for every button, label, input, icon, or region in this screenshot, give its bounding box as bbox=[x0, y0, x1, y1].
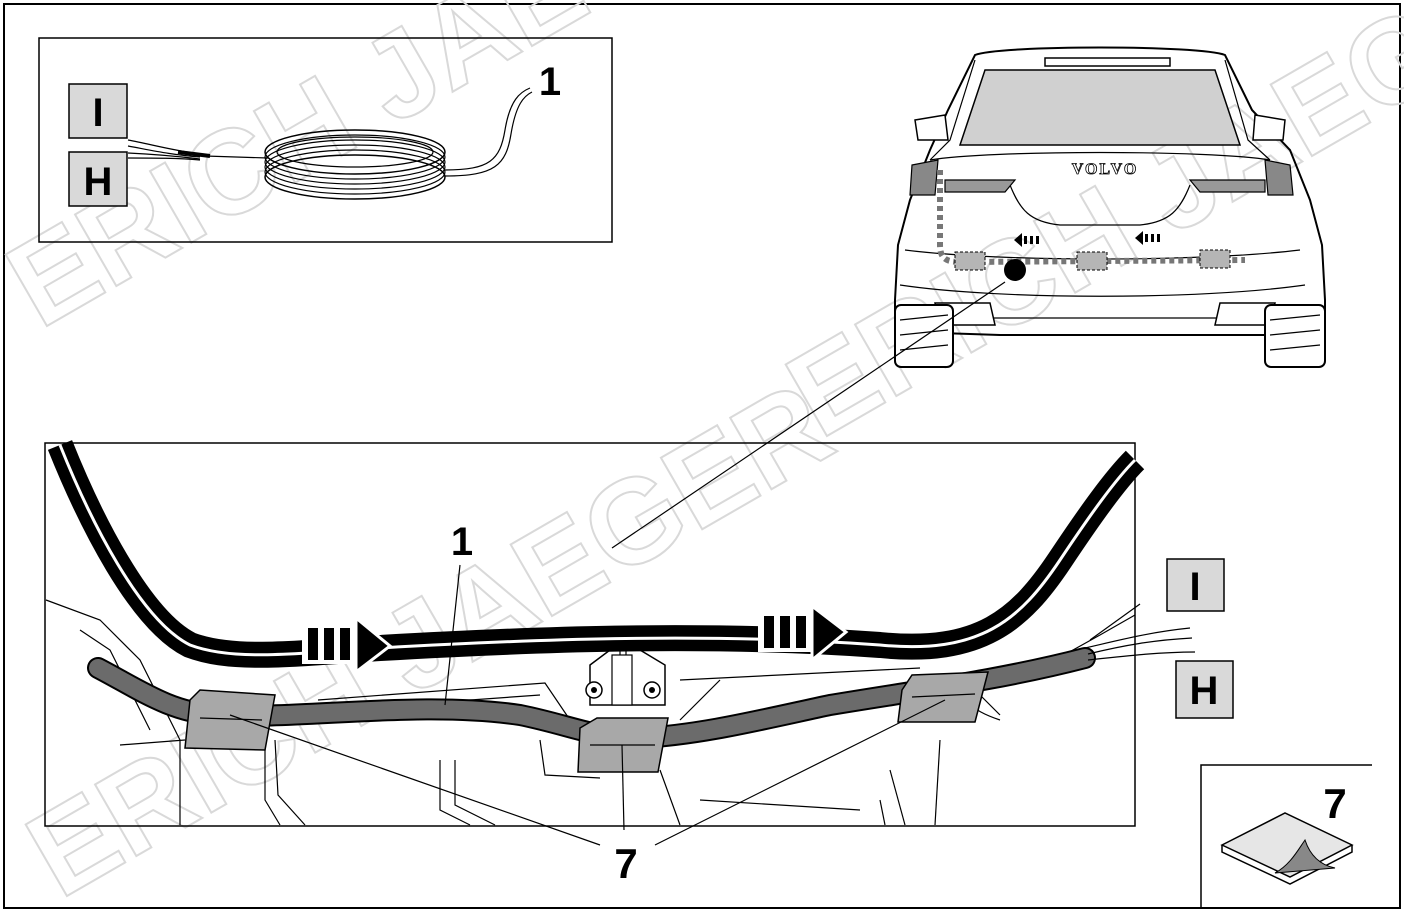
part-number-7-inset: 7 bbox=[1323, 780, 1346, 827]
harness-exit-wires bbox=[1084, 603, 1196, 661]
label-box-i-top bbox=[68, 83, 128, 139]
part-number-1-detail: 1 bbox=[451, 520, 473, 564]
label-i-top: I bbox=[92, 91, 103, 135]
label-h-top: H bbox=[84, 160, 113, 204]
detail-leader-line bbox=[611, 281, 1006, 549]
car-direction-arrows bbox=[1014, 231, 1160, 247]
label-box-h-detail bbox=[1175, 660, 1234, 719]
tailgate-latch bbox=[585, 640, 666, 706]
inset-cable-panel: I H 1 bbox=[38, 37, 613, 243]
cable-coil bbox=[264, 129, 446, 200]
label-box-i-detail bbox=[1166, 558, 1225, 612]
detail-view-frame bbox=[44, 442, 1136, 827]
label-i-detail: I bbox=[1189, 565, 1200, 609]
leader-1-detail bbox=[444, 564, 461, 706]
tape-pieces bbox=[184, 671, 989, 773]
tailgate-structure bbox=[45, 599, 1136, 826]
sheet-border bbox=[3, 3, 1401, 909]
leader-7-left bbox=[229, 714, 601, 846]
cable-wire-ends bbox=[127, 139, 269, 161]
leader-7-right bbox=[654, 699, 946, 846]
cable-tail bbox=[444, 87, 531, 171]
car-rear-view: VOLVO bbox=[894, 46, 1326, 368]
detail-view-panel: 1 bbox=[44, 440, 1196, 846]
tape-piece-left bbox=[184, 689, 276, 751]
label-box-h-top bbox=[68, 151, 128, 207]
car-brand-text: VOLVO bbox=[1072, 161, 1139, 178]
tape-inset-panel: 7 bbox=[1200, 764, 1372, 907]
detail-marker-dot bbox=[1004, 259, 1026, 281]
part-number-1-inset: 1 bbox=[539, 60, 561, 104]
routing-arrows bbox=[302, 602, 849, 676]
tape-piece-right bbox=[897, 671, 989, 723]
label-h-detail: H bbox=[1190, 669, 1219, 713]
part-number-7-detail: 7 bbox=[614, 840, 637, 887]
rear-window bbox=[958, 69, 1242, 146]
inset-cable-frame bbox=[38, 37, 613, 243]
leader-7-center bbox=[621, 744, 625, 831]
